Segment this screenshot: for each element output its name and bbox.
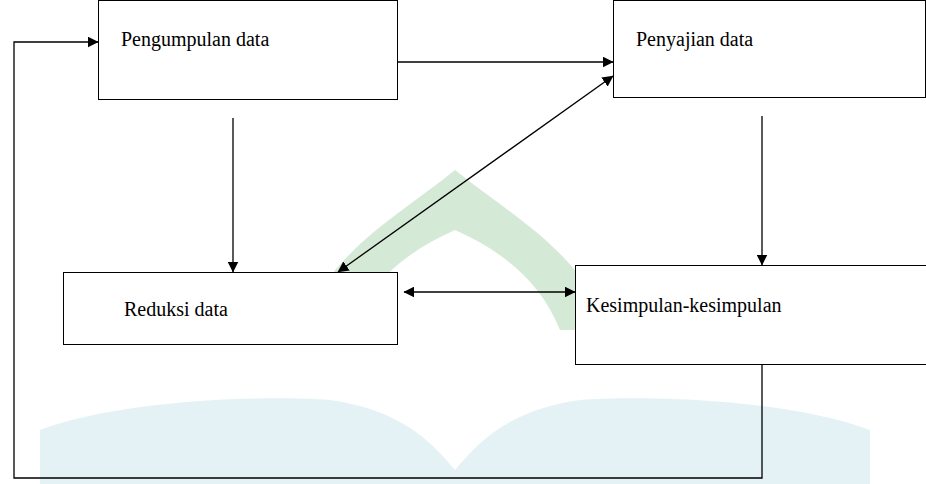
process-box: Kesimpulan-kesimpulan [575,265,926,365]
flow-arrow [761,116,762,265]
flow-arrow [404,291,575,292]
box-label: Penyajian data [636,27,753,51]
box-label: Pengumpulan data [121,27,269,51]
process-box: Penyajian data [613,0,926,98]
box-label: Reduksi data [124,297,228,321]
watermark-book [40,398,870,484]
flow-arrow [232,118,233,272]
flow-arrow [338,76,613,272]
process-box: Reduksi data [63,272,398,345]
process-box: Pengumpulan data [98,0,398,100]
flow-arrow [14,42,762,478]
flow-arrow [398,61,613,62]
box-label: Kesimpulan-kesimpulan [586,293,782,317]
